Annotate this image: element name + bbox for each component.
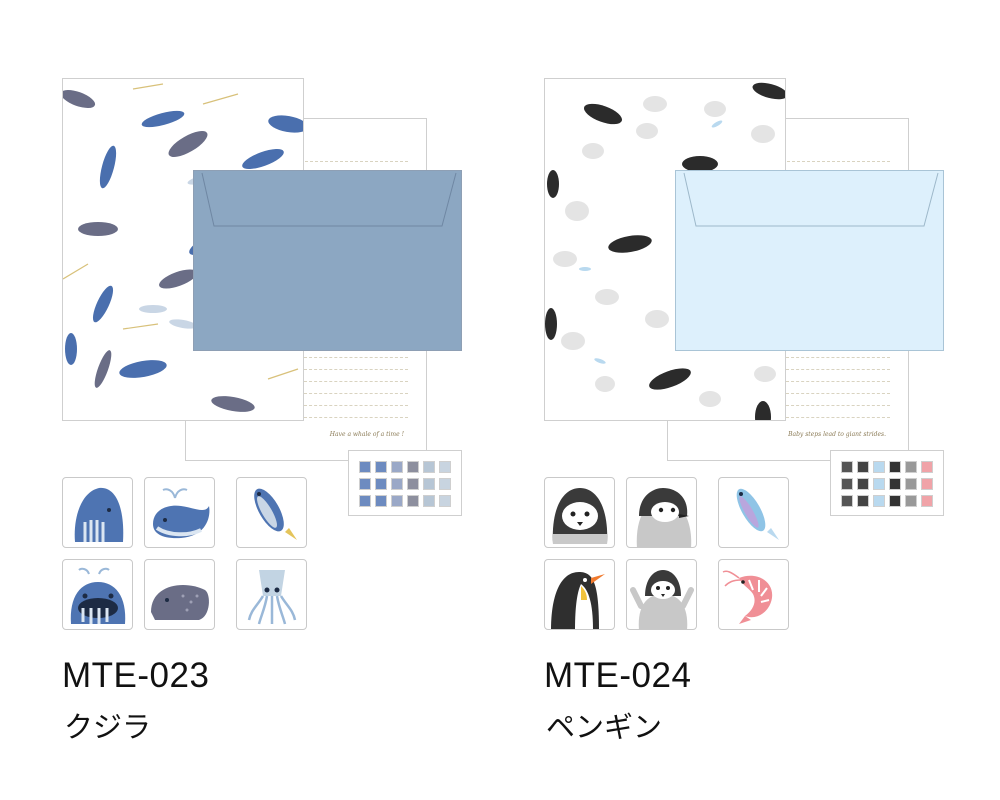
emperor-penguin-icon bbox=[544, 559, 615, 630]
humpback-whale-icon bbox=[62, 477, 133, 548]
sperm-whale-icon bbox=[144, 559, 215, 630]
envelope bbox=[193, 170, 462, 351]
blue-whale-spouting-icon bbox=[144, 477, 215, 548]
product-code: MTE-024 bbox=[544, 656, 692, 695]
penguin-chick-icon bbox=[626, 477, 697, 548]
whale-face-icon bbox=[62, 559, 133, 630]
sticker-sheet bbox=[830, 450, 944, 516]
shrimp-icon bbox=[718, 559, 789, 630]
sticker-sheet bbox=[348, 450, 462, 516]
fish-icon bbox=[718, 477, 789, 548]
product-name: ペンギン bbox=[546, 710, 663, 744]
letter-tagline: Baby steps lead to giant strides. bbox=[788, 431, 886, 438]
letter-tagline: Have a whale of a time ! bbox=[329, 431, 404, 438]
fish-icon bbox=[236, 477, 307, 548]
product-name: クジラ bbox=[64, 710, 152, 744]
product-mte-023: Have a whale of a time ! bbox=[62, 78, 462, 744]
penguin-chick-cheering-icon bbox=[626, 559, 697, 630]
envelope bbox=[675, 170, 944, 351]
product-code: MTE-023 bbox=[62, 656, 210, 695]
penguin-face-icon bbox=[544, 477, 615, 548]
product-mte-024: Baby steps lead to giant strides. bbox=[482, 0, 982, 800]
squid-icon bbox=[236, 559, 307, 630]
